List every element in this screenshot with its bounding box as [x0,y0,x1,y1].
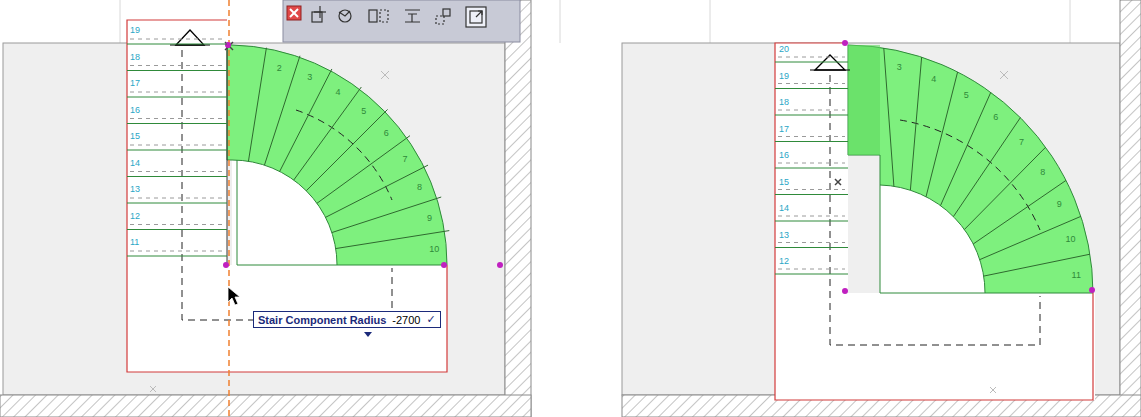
riser-number: 20 [779,44,789,54]
tread-number: 9 [1057,199,1062,209]
stair-line [130,224,224,225]
riser-number: 14 [779,203,789,213]
tread-number: 6 [384,128,389,138]
stair-line [306,109,387,190]
stair-line [778,269,845,270]
stair-line [326,165,428,217]
riser-number: 14 [130,158,140,168]
stair-line [127,97,227,98]
stair-line [884,48,894,186]
stair-line [127,203,227,204]
stair-line [130,198,224,199]
tooltip-value: -2700 [392,314,420,326]
stair-line [778,216,845,217]
stair-line [130,145,224,146]
stair-line [332,197,441,233]
tread-number: 4 [336,87,341,97]
stair-line [130,251,224,252]
riser-number: 12 [779,256,789,266]
confirm-mark: ✓ [426,313,435,326]
stair-line [980,216,1081,259]
stair-line [775,247,848,248]
stair-line [778,163,845,164]
tread-number: 2 [277,63,282,73]
stair-line [127,44,227,45]
stair-line [778,83,845,84]
stair-line [940,92,990,205]
tread-number: 7 [1019,137,1024,147]
stair-line [775,168,848,169]
riser-number: 16 [779,150,789,160]
tread-number: 8 [1040,167,1045,177]
riser-number: 15 [779,177,789,187]
riser-number: 18 [779,97,789,107]
riser-number: 17 [779,124,789,134]
stair-line [775,115,848,116]
tread-number: 6 [993,112,998,122]
riser-number: 16 [130,105,140,115]
tread-number: 3 [307,72,312,82]
stair-line [130,171,224,172]
stair-line [778,57,845,58]
riser-number: 18 [130,52,140,62]
stair-line [775,88,848,89]
stair-line [973,180,1066,244]
stair-line [778,189,845,190]
stair-line [130,65,224,66]
stair-line [778,110,845,111]
tread-number: 10 [429,244,439,254]
stair-line [130,92,224,93]
riser-number: 19 [779,71,789,81]
tread-number: 5 [964,90,969,100]
stair-line [127,150,227,151]
stair-line [775,194,848,195]
stair-line [775,274,848,275]
stair-line [778,136,845,137]
stair-line [127,123,227,124]
riser-number: 17 [130,78,140,88]
riser-number: 13 [779,230,789,240]
stair-line [910,57,921,190]
stair-line [130,118,224,119]
riser-number: 15 [130,131,140,141]
stair-line [248,48,266,162]
stair-line [317,136,410,204]
stair-line [264,56,300,165]
riser-number: 11 [130,237,139,247]
tread-number: 11 [1072,270,1081,280]
stair-line [294,87,362,180]
tread-number: 8 [417,182,422,192]
tread-number: 3 [897,62,902,72]
stair-line [775,141,848,142]
riser-number: 13 [130,184,140,194]
stair-line [280,69,332,171]
stair-line [964,147,1045,229]
tread-number: 9 [427,213,432,223]
stair-line [953,118,1020,217]
riser-number: 12 [130,211,140,221]
stair-line [130,39,224,40]
stair-line [775,62,848,63]
stair-line [127,229,227,230]
stair-line [127,256,227,257]
dimension-tooltip: Stair Component Radius -2700 ✓ [253,311,441,328]
stair-line [127,176,227,177]
riser-number: 19 [130,25,140,35]
tread-number: 10 [1066,234,1076,244]
tread-number: 4 [931,74,936,84]
stair-line [778,242,845,243]
tread-number: 7 [403,154,408,164]
stair-line [127,70,227,71]
tooltip-label: Stair Component Radius [258,314,386,326]
tread-number: 5 [361,106,366,116]
stair-line [775,221,848,222]
